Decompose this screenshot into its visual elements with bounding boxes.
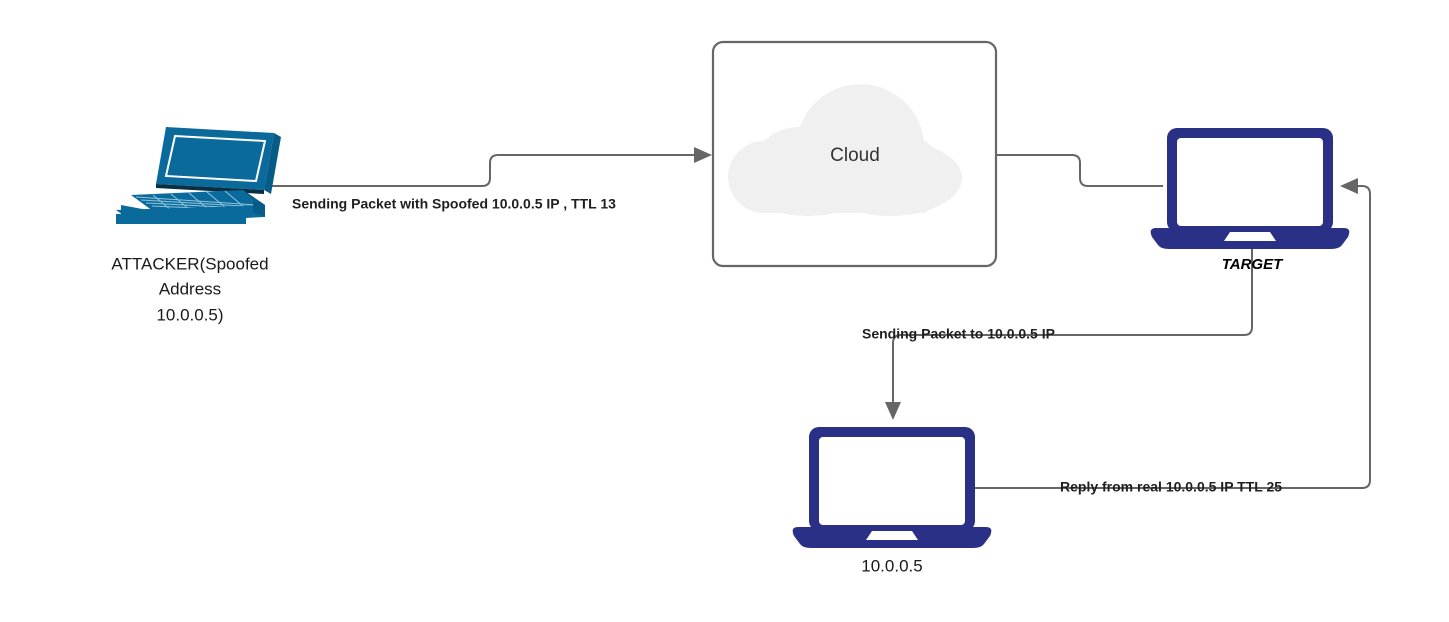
target-screen-display (1177, 138, 1323, 226)
attacker-screen-edge (264, 133, 281, 194)
cloud-icon-base (766, 180, 922, 213)
laptop-front-icon-victim (792, 427, 992, 548)
victim-screen-display (819, 437, 965, 525)
target-trackpad-notch (1224, 232, 1276, 241)
edge-victim-to-target-line (975, 185, 1371, 489)
edge-attacker-to-cloud[interactable] (264, 147, 712, 187)
node-target[interactable]: TARGET (1150, 128, 1350, 273)
edge-cloud-to-target[interactable] (997, 154, 1163, 187)
attacker-base-bar (116, 214, 246, 224)
laptop-front-icon-target (1150, 128, 1350, 249)
edge-label-to-victim: Sending Packet to 10.0.0.5 IP (862, 326, 1055, 342)
victim-trackpad-notch (866, 531, 918, 540)
attacker-screen-outer (156, 127, 274, 190)
attacker-body-side (243, 190, 265, 217)
node-attacker[interactable]: ATTACKER(Spoofed Address 10.0.0.5) (111, 127, 281, 324)
edge-cloud-to-target-line (997, 154, 1163, 187)
node-cloud[interactable]: Cloud (711, 40, 998, 268)
edge-label-spoofed: Sending Packet with Spoofed 10.0.0.5 IP … (292, 196, 616, 212)
edge-target-to-victim-line (892, 246, 1253, 408)
edge-label-reply: Reply from real 10.0.0.5 IP TTL 25 (1060, 479, 1282, 495)
node-victim[interactable]: 10.0.0.5 (792, 427, 992, 575)
arrowhead-into-victim (885, 402, 901, 420)
edge-target-to-victim[interactable] (885, 246, 1253, 420)
laptop-isometric-icon (116, 127, 281, 224)
edge-attacker-to-cloud-line (264, 154, 702, 187)
arrowhead-into-target (1340, 178, 1358, 194)
arrowhead-into-cloud (694, 147, 712, 163)
attacker-label-line2: Address (159, 279, 221, 298)
target-label: TARGET (1222, 256, 1284, 273)
victim-label: 10.0.0.5 (861, 556, 922, 575)
edge-victim-to-target[interactable] (975, 178, 1371, 489)
attacker-label-line1: ATTACKER(Spoofed (111, 254, 268, 273)
cloud-label: Cloud (830, 145, 880, 166)
attacker-screen-inner (164, 134, 267, 183)
attacker-label-line3: 10.0.0.5) (156, 305, 223, 324)
